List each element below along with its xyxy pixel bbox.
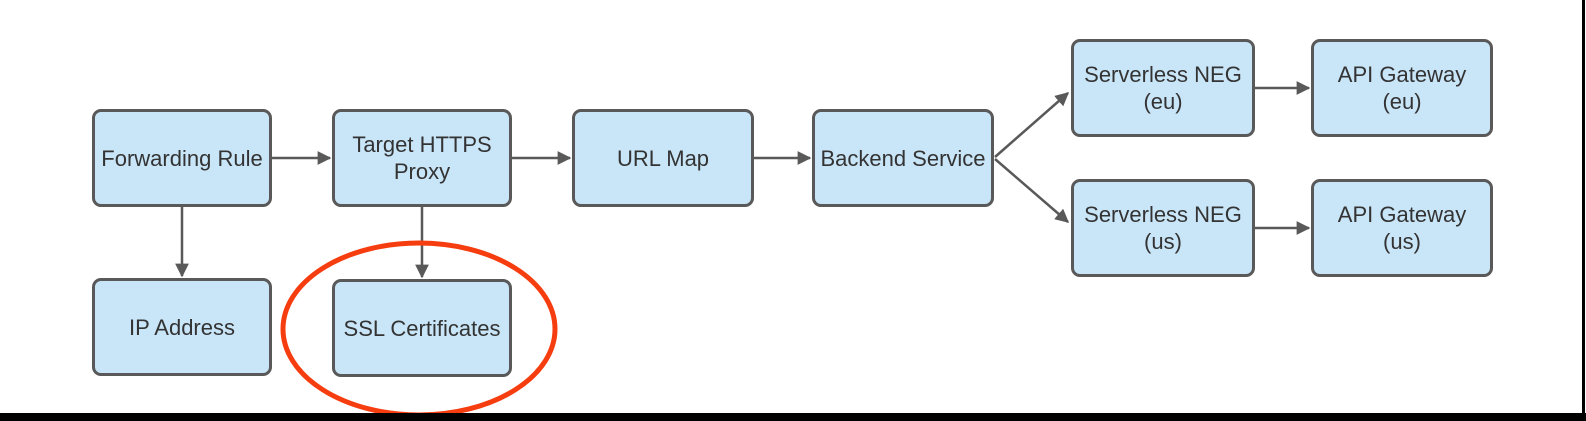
node-ssl-certificates: SSL Certificates xyxy=(332,279,512,377)
arrow-backend-service-to-serverless-neg-eu xyxy=(994,92,1070,158)
node-label: Forwarding Rule xyxy=(101,145,263,171)
node-label: Serverless NEG (eu) xyxy=(1084,62,1242,114)
arrow-backend-service-to-serverless-neg-us xyxy=(994,158,1070,223)
right-border-line xyxy=(1582,0,1585,421)
node-label: URL Map xyxy=(616,145,710,171)
node-label: API Gateway (us) xyxy=(1337,202,1467,254)
node-label: IP Address xyxy=(129,314,235,340)
node-target-https-proxy: Target HTTPS Proxy xyxy=(332,109,512,207)
node-ip-address: IP Address xyxy=(92,278,272,376)
bottom-border-bar xyxy=(0,413,1586,421)
node-forwarding-rule: Forwarding Rule xyxy=(92,109,272,207)
node-serverless-neg-eu: Serverless NEG (eu) xyxy=(1071,39,1255,137)
node-api-gateway-eu: API Gateway (eu) xyxy=(1311,39,1493,137)
node-label: SSL Certificates xyxy=(343,315,501,341)
node-url-map: URL Map xyxy=(572,109,754,207)
node-serverless-neg-us: Serverless NEG (us) xyxy=(1071,179,1255,277)
node-api-gateway-us: API Gateway (us) xyxy=(1311,179,1493,277)
node-backend-service: Backend Service xyxy=(812,109,994,207)
node-label: Target HTTPS Proxy xyxy=(352,132,492,184)
node-label: Serverless NEG (us) xyxy=(1084,202,1242,254)
node-label: API Gateway (eu) xyxy=(1337,62,1467,114)
node-label: Backend Service xyxy=(820,145,986,171)
